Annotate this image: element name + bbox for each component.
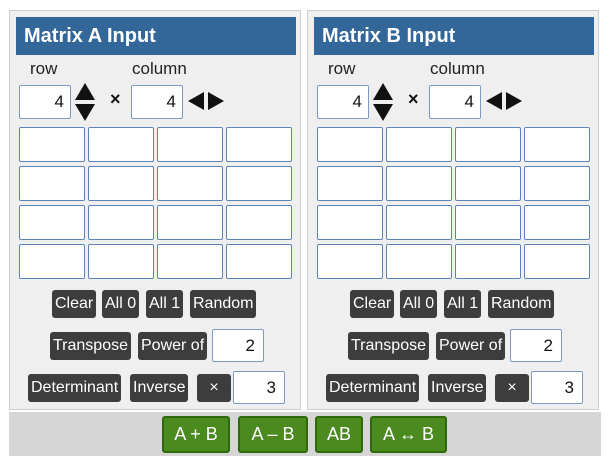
matrix-a-cell[interactable] [157,127,223,162]
matrix-a-column-label: column [132,59,187,78]
matrix-b-scalar-input[interactable] [531,371,583,404]
swap-button[interactable]: A ↔ B [370,416,447,453]
matrix-a-inverse-button[interactable]: Inverse [130,374,189,402]
matrix-a-panel: Matrix A Input row column × Clear A [9,10,301,410]
matrix-b-clear-button[interactable]: Clear [350,290,395,318]
matrix-b-times-symbol: × [408,89,419,109]
matrix-b-all0-button[interactable]: All 0 [400,290,438,318]
matrix-a-scalar-input[interactable] [233,371,285,404]
matrix-a-row-label: row [30,59,58,78]
matrix-b-grid [317,127,593,279]
matrix-b-row-label: row [328,59,356,78]
matrix-b-determinant-button[interactable]: Determinant [326,374,420,402]
matrix-a-clear-button[interactable]: Clear [52,290,97,318]
matrix-b-cell[interactable] [317,127,383,162]
matrix-a-power-input[interactable] [212,329,264,362]
matrix-b-cell[interactable] [455,166,521,201]
matrix-a-transpose-button[interactable]: Transpose [50,332,131,360]
matrix-b-cell[interactable] [455,205,521,240]
matrix-b-power-of-button[interactable]: Power of [436,332,506,360]
matrix-b-inverse-button[interactable]: Inverse [428,374,487,402]
add-button[interactable]: A + B [162,416,230,453]
matrix-b-cell[interactable] [455,127,521,162]
matrix-a-cell[interactable] [88,244,154,279]
matrix-b-rows-input[interactable] [317,85,369,119]
subtract-button[interactable]: A – B [238,416,308,453]
matrix-b-cell[interactable] [524,166,590,201]
matrix-a-cell[interactable] [19,166,85,201]
arrow-left-icon [188,92,204,110]
matrix-b-title: Matrix B Input [314,17,594,55]
matrix-a-columns-stepper[interactable] [187,91,227,111]
arrow-down-icon [75,104,95,121]
matrix-a-cell[interactable] [226,166,292,201]
matrix-a-grid [19,127,295,279]
arrow-right-icon [208,92,224,110]
arrow-down-icon [373,104,393,121]
matrix-a-all0-button[interactable]: All 0 [102,290,140,318]
matrix-a-rows-stepper[interactable] [74,82,96,122]
matrix-b-scalar-multiply-button[interactable]: × [495,374,529,402]
matrix-a-title: Matrix A Input [16,17,296,55]
matrix-b-columns-stepper[interactable] [485,91,525,111]
matrix-b-cell[interactable] [317,166,383,201]
matrix-a-cell[interactable] [157,166,223,201]
matrix-a-cell[interactable] [226,127,292,162]
matrix-a-all1-button[interactable]: All 1 [146,290,184,318]
matrix-b-cell[interactable] [317,205,383,240]
matrix-a-power-of-button[interactable]: Power of [138,332,208,360]
matrix-b-transpose-button[interactable]: Transpose [348,332,429,360]
matrix-a-columns-input[interactable] [131,85,183,119]
matrix-b-cell[interactable] [317,244,383,279]
arrow-left-icon [486,92,502,110]
matrix-a-scalar-multiply-button[interactable]: × [197,374,231,402]
matrix-b-all1-button[interactable]: All 1 [444,290,482,318]
matrix-a-cell[interactable] [19,244,85,279]
matrix-b-cell[interactable] [386,205,452,240]
multiply-button[interactable]: AB [315,416,363,453]
matrix-a-cell[interactable] [226,244,292,279]
arrow-up-icon [75,83,95,100]
matrix-a-cell[interactable] [19,127,85,162]
matrix-a-cell[interactable] [157,244,223,279]
matrix-b-cell[interactable] [455,244,521,279]
arrow-right-icon [506,92,522,110]
matrix-a-rows-input[interactable] [19,85,71,119]
matrix-a-random-button[interactable]: Random [190,290,257,318]
matrix-a-times-symbol: × [110,89,121,109]
matrix-b-cell[interactable] [386,166,452,201]
matrix-b-power-input[interactable] [510,329,562,362]
matrix-a-cell[interactable] [88,166,154,201]
matrix-b-random-button[interactable]: Random [488,290,555,318]
matrix-b-column-label: column [430,59,485,78]
matrix-b-rows-stepper[interactable] [372,82,394,122]
matrix-b-cell[interactable] [524,205,590,240]
matrix-a-cell[interactable] [88,205,154,240]
matrix-b-panel: Matrix B Input row column × Clear A [307,10,599,410]
matrix-a-cell[interactable] [157,205,223,240]
matrix-a-cell[interactable] [88,127,154,162]
matrix-b-cell[interactable] [386,244,452,279]
matrix-b-cell[interactable] [524,244,590,279]
matrix-a-cell[interactable] [226,205,292,240]
matrix-b-cell[interactable] [386,127,452,162]
operations-bar: A + B A – B AB A ↔ B [9,412,601,456]
matrix-b-columns-input[interactable] [429,85,481,119]
arrow-up-icon [373,83,393,100]
matrix-b-cell[interactable] [524,127,590,162]
matrix-a-determinant-button[interactable]: Determinant [28,374,122,402]
matrix-a-cell[interactable] [19,205,85,240]
